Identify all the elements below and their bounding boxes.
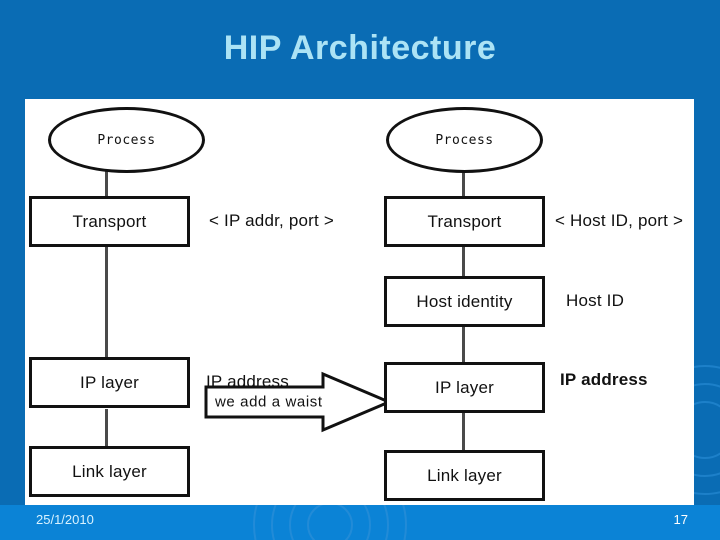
node-right-host-identity[interactable]: Host identity [384,276,545,327]
node-right-process[interactable]: Process [386,107,543,173]
node-right-transport-label: Transport [427,211,502,231]
node-left-process-label: Process [97,132,156,148]
connector-right-process-transport [462,171,465,203]
node-right-process-label: Process [435,132,494,148]
node-left-ip-layer[interactable]: IP layer [29,357,190,408]
note-right-host-identity: Host ID [566,291,625,310]
connector-right-hostid-iplayer [462,327,465,363]
node-left-transport-label: Transport [72,211,147,231]
page-title: HIP Architecture [223,29,497,67]
node-left-transport[interactable]: Transport [29,196,190,247]
footer-band [0,505,720,540]
footer-date: 25/1/2010 [36,512,94,527]
connector-right-transport-hostid [462,244,465,277]
node-right-ip-layer-label: IP layer [435,377,494,397]
node-right-link-layer[interactable]: Link layer [384,450,545,501]
node-right-ip-layer[interactable]: IP layer [384,362,545,413]
node-left-link-layer-label: Link layer [72,461,147,481]
node-left-process[interactable]: Process [48,107,205,173]
footer-page-number: 17 [673,512,688,527]
connector-right-iplayer-linklayer [462,413,465,451]
node-left-ip-layer-label: IP layer [80,372,139,392]
note-left-transport: < IP addr, port > [209,211,335,230]
node-right-link-layer-label: Link layer [427,465,502,485]
node-right-host-identity-label: Host identity [416,291,513,311]
node-right-transport[interactable]: Transport [384,196,545,247]
note-right-ip-layer: IP address [560,370,648,389]
note-right-transport: < Host ID, port > [555,211,684,230]
connector-left-transport-iplayer [105,244,108,359]
callout-label: we add a waist [215,393,323,411]
connector-left-process-transport [105,171,108,203]
diagram-panel: Process Transport < IP addr, port > IP l… [25,99,694,505]
connector-left-iplayer-linklayer [105,409,108,451]
node-left-link-layer[interactable]: Link layer [29,446,190,497]
callout-we-add-a-waist: we add a waist [203,371,393,433]
